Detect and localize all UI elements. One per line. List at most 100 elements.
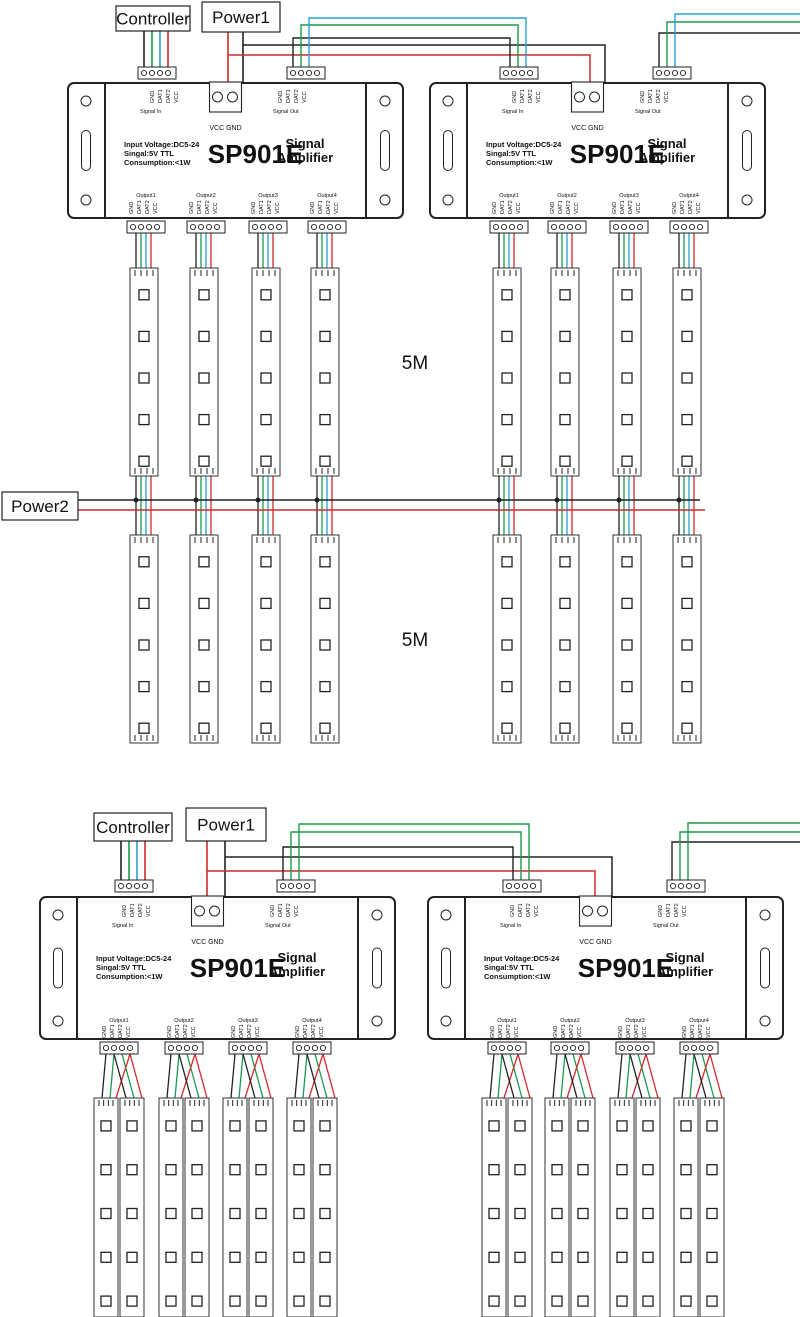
output-terminal-screw (672, 223, 680, 231)
strip-body (492, 267, 522, 477)
spec-signal: Singal:5V TTL (124, 149, 174, 158)
led-chip (642, 1207, 654, 1220)
led-chip (255, 1207, 267, 1220)
strip-body (129, 534, 159, 744)
pin-label-dat2: DAT2 (294, 89, 300, 103)
signal-in-terminal-screw (141, 882, 149, 890)
led-strip-top-lower-7 (612, 534, 642, 744)
output-label: Output2 (557, 193, 577, 199)
pin-label-dat1: DAT1 (648, 89, 654, 103)
title-amplifier: Amplifier (639, 150, 695, 165)
led-chip (488, 1295, 500, 1307)
led-chip (501, 372, 513, 384)
signal-in-terminal-screw (117, 882, 125, 890)
strip-body (248, 1097, 274, 1317)
wire (225, 856, 613, 912)
led-chip (559, 722, 571, 734)
output-terminal-screw (126, 1044, 134, 1052)
led-chip (198, 455, 210, 467)
output-pin-label: GND (295, 1026, 301, 1038)
led-chip (229, 1120, 241, 1132)
output-terminal-screw (577, 1044, 585, 1052)
output-pin-label: VCC (319, 1026, 325, 1038)
led-chip (559, 330, 571, 343)
output-pin-label: GND (189, 202, 195, 214)
wire (292, 37, 511, 67)
model-name: SP901E (570, 139, 665, 169)
output-terminal-screw (153, 223, 161, 231)
signal-in-terminal-screw (505, 882, 513, 890)
led-chip (559, 639, 571, 651)
wire (174, 1053, 180, 1099)
title-amplifier: Amplifier (657, 964, 713, 979)
led-chip (514, 1207, 526, 1220)
led-chip (559, 413, 571, 426)
output-pin-label: GND (553, 1026, 559, 1038)
output-terminal-screw (688, 223, 696, 231)
led-strips (93, 267, 725, 1317)
led-chip (260, 556, 272, 568)
led-chip (126, 1251, 138, 1263)
wire (517, 1053, 531, 1099)
output-label: Output1 (136, 193, 156, 199)
mount-slot (81, 130, 91, 171)
spec-signal: Singal:5V TTL (484, 963, 534, 972)
power1-label: Power1 (212, 8, 270, 27)
output-terminal-screw (167, 1044, 175, 1052)
spec-signal: Singal:5V TTL (486, 149, 536, 158)
led-chip (319, 455, 331, 467)
wire (501, 1053, 515, 1099)
output-pin-label: DAT1 (303, 1024, 309, 1038)
strip-body (699, 1097, 725, 1317)
led-chip (100, 1164, 112, 1176)
led-chip (138, 455, 150, 467)
led-chip (198, 722, 210, 734)
led-chip (165, 1207, 177, 1220)
wire (230, 1053, 236, 1099)
led-chip (260, 455, 272, 467)
signal-in-terminal-screw (125, 882, 133, 890)
led-chip (260, 722, 272, 734)
led-chip (260, 372, 272, 384)
led-chip (681, 722, 693, 734)
output-pin-label: DAT1 (561, 1024, 567, 1038)
led-chip (260, 597, 272, 610)
power-screw (212, 91, 223, 103)
spec-consumption: Consumption:<1W (486, 158, 553, 167)
led-chip (577, 1207, 589, 1220)
signal-in-label: Signal In (112, 923, 133, 929)
led-strip-top-upper-2 (189, 267, 219, 477)
title-amplifier: Amplifier (269, 964, 325, 979)
pin-label-gnd: GND (278, 91, 284, 103)
signal-out-terminal-screw (303, 882, 311, 890)
output-pin-label: DAT2 (634, 1024, 640, 1038)
signal-out-terminal-screw (295, 882, 303, 890)
pin-label-vcc: VCC (534, 905, 540, 917)
led-chip (514, 1120, 526, 1132)
led-chip (260, 289, 272, 301)
output-terminal-screw (680, 223, 688, 231)
led-chip (501, 597, 513, 610)
output-terminal-screw (102, 1044, 110, 1052)
signal-in-terminal-screw (529, 882, 537, 890)
power-screw (574, 91, 585, 103)
led-chip (681, 289, 693, 301)
output-pin-label: DAT1 (626, 1024, 632, 1038)
led-chip (577, 1164, 589, 1176)
spec-voltage: Input Voltage:DC5-24 (96, 954, 172, 963)
output-terminal-screw (642, 1044, 650, 1052)
wire (679, 831, 800, 880)
signal-out-label: Signal Out (265, 923, 291, 929)
led-chip (551, 1207, 563, 1220)
strip-body (481, 1097, 507, 1317)
led-strip-bottom-left-3 (222, 1097, 248, 1317)
wire (666, 21, 800, 67)
wire (489, 1053, 495, 1099)
signal-out-terminal-screw (679, 69, 687, 77)
signal-out-terminal-screw (289, 69, 297, 77)
mount-slot (742, 130, 752, 171)
output-terminal-screw (197, 223, 205, 231)
wire (566, 1053, 582, 1099)
led-chip (551, 1164, 563, 1176)
